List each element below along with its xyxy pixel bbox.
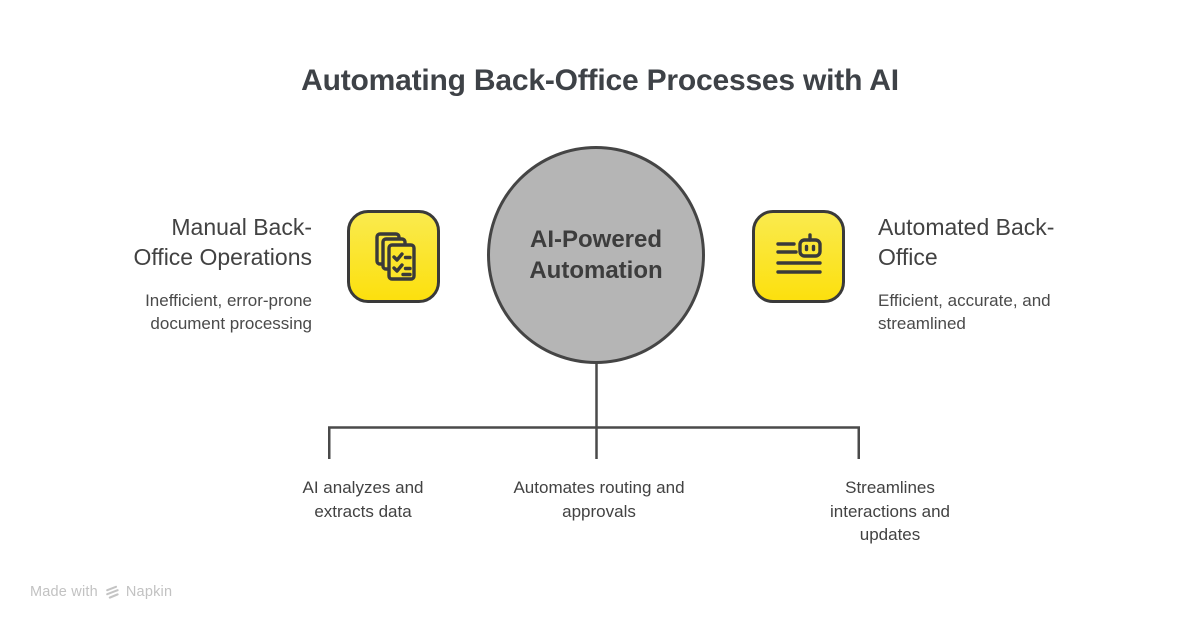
branch-routing-line2: approvals (562, 501, 636, 521)
right-item-heading-line1: Automated Back- (878, 214, 1055, 240)
right-item-desc-line2: streamlined (878, 314, 966, 334)
branch-label-routing: Automates routing and approvals (469, 476, 729, 523)
central-node-label: AI-Powered Automation (529, 224, 662, 286)
branch-streamline-line2: interactions and (829, 501, 951, 521)
left-item-heading: Manual Back- Office Operations (52, 212, 312, 273)
checklist-documents-icon (364, 227, 424, 287)
right-item-heading: Automated Back- Office (878, 212, 1118, 273)
page-title: Automating Back-Office Processes with AI (301, 64, 899, 97)
branch-routing-line1: Automates routing and (513, 478, 685, 497)
branch-streamline-line1: Streamlines (845, 478, 935, 497)
manual-operations-card (347, 210, 440, 303)
robot-document-icon (769, 227, 829, 287)
automated-office-card (752, 210, 845, 303)
watermark-brand: Napkin (125, 584, 173, 600)
branch-label-streamline: Streamlines interactions and updates (780, 476, 1000, 547)
left-item-heading-line2: Office Operations (133, 244, 312, 271)
right-item-heading-line2: Office (878, 244, 938, 271)
central-node-label-line2: Automation (529, 257, 663, 284)
made-with-napkin-link[interactable]: Made with Napkin (30, 584, 172, 600)
left-item-desc-line1: Inefficient, error-prone (145, 291, 312, 310)
left-item-desc-line2: document processing (150, 314, 312, 334)
right-item-description: Efficient, accurate, and streamlined (878, 289, 1118, 336)
right-item-desc-line1: Efficient, accurate, and (878, 291, 1051, 310)
central-node: AI-Powered Automation (487, 146, 705, 364)
branch-streamline-line3: updates (859, 525, 921, 545)
central-node-label-line1: AI-Powered (529, 225, 663, 253)
branch-label-analyze: AI analyzes and extracts data (253, 476, 473, 523)
left-item-description: Inefficient, error-prone document proces… (52, 289, 312, 336)
branch-analyze-line1: AI analyzes and (302, 478, 424, 497)
branch-analyze-line2: extracts data (314, 501, 412, 521)
left-item-heading-line1: Manual Back- (171, 214, 312, 240)
napkin-logo-icon (104, 584, 120, 600)
watermark-prefix: Made with (30, 584, 98, 600)
